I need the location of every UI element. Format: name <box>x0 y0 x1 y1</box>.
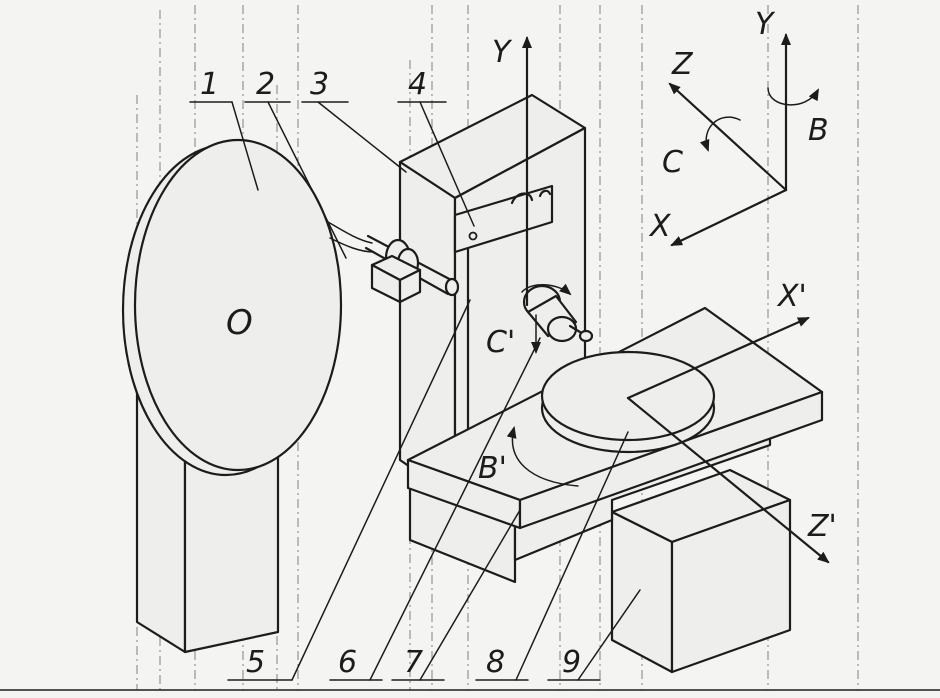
part-number-1: 1 <box>200 67 219 102</box>
part-number-5: 5 <box>246 645 265 680</box>
part-number-labels: 1 2 3 4 5 6 7 8 9 <box>200 67 581 680</box>
wheel-center-mark: O <box>226 303 253 343</box>
part-number-7: 7 <box>404 645 423 680</box>
part-number-8: 8 <box>486 645 505 680</box>
part-number-2: 2 <box>256 67 275 102</box>
ref-x-label: X <box>648 209 672 244</box>
b-prime-label: B' <box>478 451 507 486</box>
ref-y-label: Y <box>755 7 776 42</box>
ref-z-label: Z <box>671 47 694 82</box>
base-block <box>610 468 792 674</box>
grinding-wheel <box>121 138 343 477</box>
part-number-4: 4 <box>408 67 427 102</box>
table-axes: X' Z' <box>626 279 837 564</box>
ref-c-label: C <box>662 145 683 180</box>
dressing-spindle <box>521 283 594 354</box>
reference-axes: Y Z X C B <box>648 7 829 247</box>
part-leaders <box>189 101 641 681</box>
part-number-9: 9 <box>562 645 581 680</box>
spindle-bracket <box>370 254 422 304</box>
machine-y-label: Y <box>492 35 513 70</box>
part-number-3: 3 <box>310 67 329 102</box>
rotary-table <box>540 350 716 454</box>
x-prime-label: X' <box>776 279 807 314</box>
c-prime-label: C' <box>486 325 515 360</box>
b-prime-rotation-arrow: B' <box>478 426 579 487</box>
z-prime-label: Z' <box>807 509 837 544</box>
machine-y-axis: Y <box>492 35 532 307</box>
ref-b-label: B <box>808 113 829 148</box>
part-number-6: 6 <box>338 645 357 680</box>
